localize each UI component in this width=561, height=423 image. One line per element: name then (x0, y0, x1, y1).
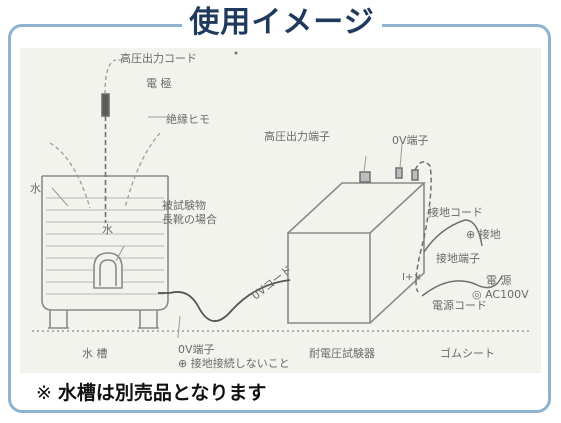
ground-terminal-label: 接地端子 (436, 252, 480, 265)
note-mark: ※ (36, 382, 52, 404)
page-title: 使用イメージ (182, 0, 382, 46)
long-boots-label: 長靴の場合 (162, 213, 217, 226)
water-in-tank-label: 水 (102, 223, 113, 236)
ground-cord-label: 接地コード (428, 206, 483, 219)
usage-diagram (32, 51, 530, 339)
ground-cord (423, 219, 483, 253)
water-label: 水 (30, 182, 41, 195)
electrode (101, 93, 110, 223)
hv-terminal-label: 高圧出力端子 (264, 130, 330, 143)
tester-box (287, 182, 427, 324)
test-object-label: 被試験物 (162, 199, 206, 212)
electrode-label: 電 極 (146, 77, 172, 90)
small-x-label: I+× (402, 272, 422, 283)
power-cord-label: 電源コード (432, 299, 487, 312)
tester-terminals (359, 167, 419, 183)
no-ground-label: ⊕ 接地接続しないこと (178, 357, 290, 370)
ov-terminal-bottom-label: 0V端子 (178, 343, 215, 356)
footnote: ※水槽は別売品となります (36, 378, 266, 405)
note-text: 水槽は別売品となります (57, 382, 267, 404)
leader-lines (51, 59, 403, 339)
rubber-sheet-label: ゴムシート (440, 347, 495, 360)
small-dot (234, 51, 238, 55)
hv-output-cord-label: 高圧出力コード (120, 52, 197, 65)
ov-cord (169, 279, 291, 322)
tank-label: 水 槽 (82, 347, 108, 360)
ov-terminal-cord (414, 161, 432, 293)
power-cord (421, 275, 503, 297)
insulating-string (49, 132, 161, 209)
tester-label: 耐電圧試験器 (309, 347, 375, 360)
hv-output-cord (104, 59, 117, 95)
power-label: 電 源 (486, 274, 512, 287)
test-object-boot (93, 252, 123, 289)
ov-terminal-label: 0V端子 (392, 134, 429, 147)
insulating-cord-label: 絶縁ヒモ (166, 113, 210, 126)
ground-label: ⊕ 接地 (466, 228, 501, 241)
ac100v-label: ◎ AC100V (472, 288, 529, 301)
